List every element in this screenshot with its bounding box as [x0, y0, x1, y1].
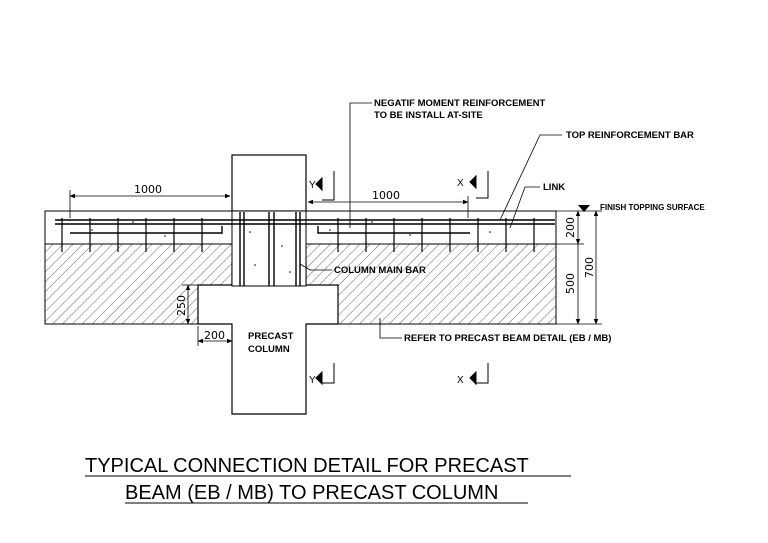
dim-right-1000: 1000 — [372, 189, 400, 202]
finish-level-marker — [578, 205, 590, 212]
links — [61, 218, 535, 252]
link-label: LINK — [543, 182, 565, 193]
section-x-top: X — [457, 178, 464, 189]
section-marks — [315, 171, 489, 386]
leader-lines — [299, 102, 562, 339]
dim-200-left: 200 — [204, 329, 225, 342]
dim-700: 700 — [583, 257, 596, 278]
top-reinforcement-label: TOP REINFORCEMENT BAR — [566, 130, 694, 141]
precast-column — [197, 154, 339, 415]
dim-500: 500 — [564, 273, 577, 294]
top-reinforcement-bars — [55, 219, 555, 234]
finish-topping-label: FINISH TOPPING SURFACE — [600, 203, 705, 212]
column-main-bar-label: COLUMN MAIN BAR — [334, 265, 426, 276]
dim-left-1000: 1000 — [134, 183, 162, 196]
dim-200-right: 200 — [564, 217, 577, 238]
refer-precast-beam-label: REFER TO PRECAST BEAM DETAIL (EB / MB) — [404, 333, 611, 344]
precast-column-label-line2: COLUMN — [248, 344, 290, 355]
precast-column-label-line1: PRECAST — [248, 331, 294, 342]
drawing-title-line1: TYPICAL CONNECTION DETAIL FOR PRECAST — [85, 455, 529, 477]
section-y-bottom: Y — [309, 375, 316, 386]
negatif-moment-label-line2: TO BE INSTALL AT-SITE — [374, 110, 483, 121]
dimension-lines — [69, 190, 602, 346]
precast-beam-right — [305, 243, 557, 325]
section-y-top: Y — [309, 180, 316, 191]
dim-250: 250 — [175, 295, 188, 316]
negatif-moment-label-line1: NEGATIF MOMENT REINFORCEMENT — [374, 98, 546, 109]
drawing-title-line2: BEAM (EB / MB) TO PRECAST COLUMN — [125, 482, 498, 504]
section-x-bottom: X — [457, 375, 464, 386]
